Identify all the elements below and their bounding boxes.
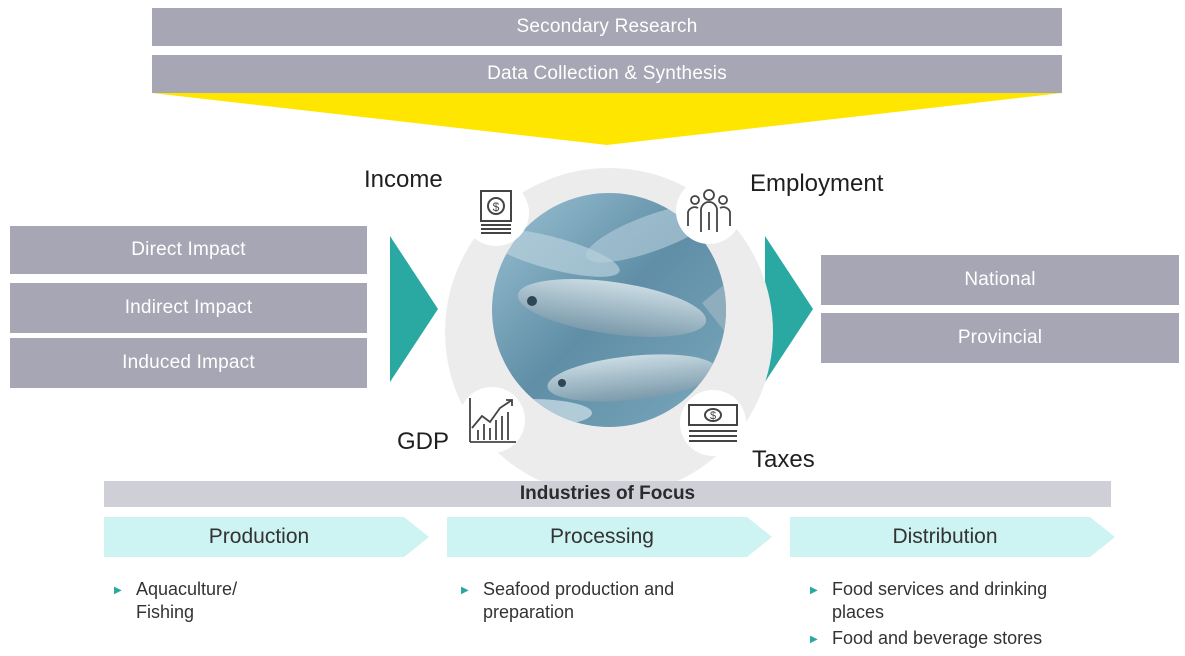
cash-stack-icon: $ bbox=[688, 404, 738, 442]
chevron-production bbox=[104, 517, 429, 557]
svg-text:$: $ bbox=[710, 410, 716, 422]
bullet-text: Food services and drinking places bbox=[832, 579, 1048, 622]
level-bar-national: National bbox=[821, 255, 1179, 305]
bullet-processing-1: ▶ Seafood production and preparation bbox=[461, 578, 763, 624]
secondary-research-bar: Secondary Research bbox=[152, 8, 1062, 46]
impact-bar-induced: Induced Impact bbox=[10, 338, 367, 388]
bullet-marker-icon: ▶ bbox=[810, 585, 818, 596]
level-bar-provincial: Provincial bbox=[821, 313, 1179, 363]
bullet-marker-icon: ▶ bbox=[810, 634, 818, 645]
metric-label-gdp: GDP bbox=[397, 428, 450, 455]
bullet-text: Seafood production and preparation bbox=[483, 579, 675, 622]
bullet-text: Aquaculture/ Fishing bbox=[136, 579, 238, 622]
growth-chart-icon bbox=[469, 398, 516, 443]
left-teal-arrow bbox=[390, 236, 438, 382]
metric-label-taxes: Taxes bbox=[752, 446, 815, 473]
chevron-distribution bbox=[790, 517, 1115, 557]
bullet-text: Food and beverage stores bbox=[832, 628, 1043, 648]
yellow-funnel bbox=[152, 93, 1062, 145]
impact-bar-direct: Direct Impact bbox=[10, 226, 367, 274]
people-group-icon bbox=[687, 189, 731, 232]
svg-text:$: $ bbox=[493, 200, 500, 214]
metric-label-employment: Employment bbox=[750, 170, 884, 197]
bullet-production-1: ▶ Aquaculture/ Fishing bbox=[114, 578, 386, 624]
chevron-processing bbox=[447, 517, 772, 557]
data-collection-bar: Data Collection & Synthesis bbox=[152, 55, 1062, 93]
chevron-label-distribution: Distribution bbox=[892, 525, 998, 548]
right-teal-arrow bbox=[765, 236, 813, 382]
chevron-label-processing: Processing bbox=[550, 525, 654, 548]
chevron-label-production: Production bbox=[208, 525, 310, 548]
bullet-marker-icon: ▶ bbox=[461, 585, 469, 596]
industries-of-focus-heading: Industries of Focus bbox=[104, 481, 1111, 507]
bullet-distribution-1: ▶ Food services and drinking places bbox=[810, 578, 1132, 624]
money-bill-icon: $ bbox=[480, 190, 512, 234]
bullet-marker-icon: ▶ bbox=[114, 585, 122, 596]
impact-bar-indirect: Indirect Impact bbox=[10, 283, 367, 333]
metric-label-income: Income bbox=[364, 166, 443, 193]
taxes-icon-bubble: $ bbox=[680, 390, 746, 456]
bullet-distribution-2: ▶ Food and beverage stores bbox=[810, 627, 1132, 650]
employment-icon-bubble bbox=[676, 178, 742, 244]
gdp-icon-bubble bbox=[459, 387, 525, 453]
income-icon-bubble: $ bbox=[463, 180, 529, 246]
